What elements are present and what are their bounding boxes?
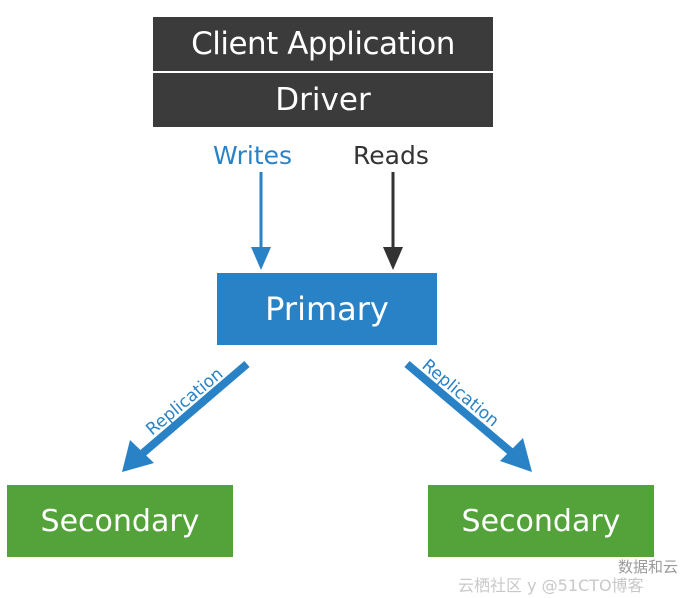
driver-box: Driver: [153, 73, 493, 127]
writes-arrow: [251, 172, 271, 270]
replication-label-right: Replication: [418, 356, 503, 432]
secondary-label-left: Secondary: [40, 503, 200, 539]
client-application-label: Client Application: [191, 26, 455, 62]
watermark-bottom: 云栖社区 y @51CTO博客: [458, 576, 644, 595]
secondary-box-left: Secondary: [7, 485, 233, 557]
watermark-top: 数据和云: [617, 558, 678, 576]
replication-label-left: Replication: [142, 364, 227, 440]
primary-box: Primary: [217, 273, 437, 345]
secondary-label-right: Secondary: [461, 503, 621, 539]
replication-arrow-left: [122, 360, 250, 472]
client-application-box: Client Application: [153, 17, 493, 71]
secondary-box-right: Secondary: [428, 485, 654, 557]
driver-label: Driver: [275, 82, 371, 118]
reads-label: Reads: [353, 141, 429, 170]
primary-label: Primary: [265, 290, 389, 328]
reads-arrow: [383, 172, 403, 270]
replication-arrow-right: [404, 360, 532, 472]
writes-label: Writes: [213, 141, 293, 170]
